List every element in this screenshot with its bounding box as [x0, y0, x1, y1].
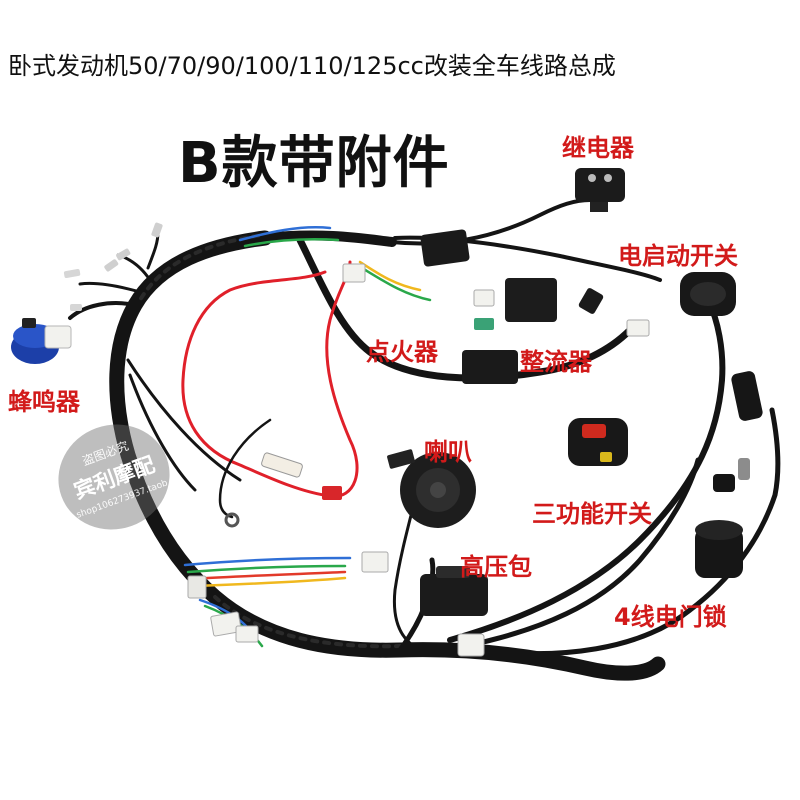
horn-part: [387, 449, 476, 528]
igniter-part: [342, 229, 518, 384]
buzzer-part: [11, 318, 72, 364]
red-terminal: [322, 486, 342, 500]
connectors: [187, 551, 389, 643]
label-relay: 继电器: [562, 134, 634, 162]
label-buzzer: 蜂鸣器: [8, 388, 80, 416]
label-igniter: 点火器: [366, 338, 438, 366]
three-function-switch-part: [568, 418, 628, 466]
bullet-terminals: [63, 222, 163, 311]
variant-heading: B款带附件: [178, 131, 450, 196]
label-electric-start-switch: 电启动开关: [618, 242, 738, 270]
start-switch-part: [680, 272, 763, 421]
ring-terminal: [224, 512, 240, 528]
page-title: 卧式发动机50/70/90/100/110/125cc改装全车线路总成: [8, 52, 616, 80]
label-ignition-coil: 高压包: [460, 553, 532, 581]
label-three-function-switch: 三功能开关: [532, 500, 652, 528]
ignition-coil-part: [420, 566, 488, 657]
rectifier-part: [473, 278, 650, 337]
relay-part: [575, 168, 625, 314]
label-horn: 喇叭: [424, 438, 472, 466]
label-door-lock: 4线电门锁: [614, 603, 727, 631]
door-lock-part: [695, 458, 750, 578]
fuse-holder: [261, 452, 303, 478]
label-rectifier: 整流器: [520, 348, 592, 376]
red-fuse-wire: [181, 260, 359, 528]
